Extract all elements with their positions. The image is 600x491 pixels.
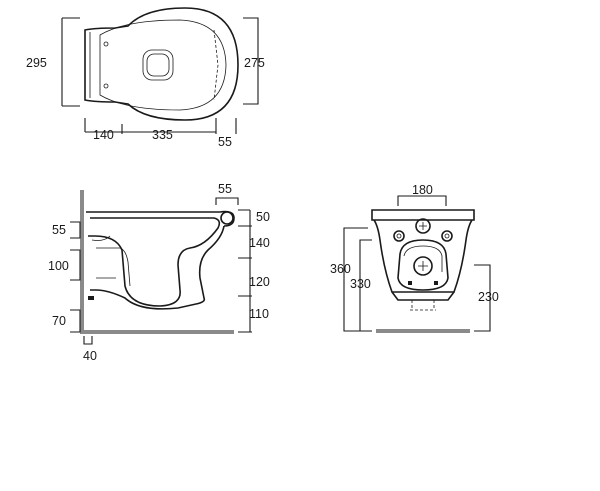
dim-line-55-rim — [215, 197, 239, 205]
rear-view-inlet — [415, 218, 431, 234]
dim-line-230 — [474, 264, 491, 332]
top-view-hidden-line — [213, 29, 219, 101]
side-view-bowl — [88, 217, 221, 307]
side-view: 55 55 100 70 40 50 140 120 110 — [48, 182, 270, 363]
dim-label-left-70: 70 — [52, 314, 66, 328]
dim-line-left-70 — [70, 309, 81, 333]
dim-line-180 — [397, 195, 447, 206]
dim-line-right — [238, 209, 252, 333]
dim-label-230: 230 — [478, 290, 499, 304]
dim-label-275: 275 — [244, 56, 265, 70]
dim-label-right-50: 50 — [256, 210, 270, 224]
dim-label-360: 360 — [330, 262, 351, 276]
dim-line-bottom — [84, 118, 237, 134]
top-view-outline — [84, 7, 239, 121]
rear-view-bolt-left — [393, 230, 405, 242]
dim-line-330 — [359, 239, 372, 331]
dim-label-55-rim: 55 — [218, 182, 232, 196]
dim-label-55-top: 55 — [218, 135, 232, 149]
dim-line-left-55 — [70, 221, 81, 239]
rear-view-top-plate — [371, 209, 475, 221]
side-view-body — [90, 225, 225, 310]
dim-label-right-120: 120 — [249, 275, 270, 289]
rear-view-body — [373, 219, 473, 293]
top-view-bowl-opening — [142, 49, 174, 81]
dim-label-40: 40 — [83, 349, 97, 363]
dim-line-295 — [61, 17, 80, 107]
dim-label-left-100: 100 — [48, 259, 69, 273]
dim-label-330: 330 — [350, 277, 371, 291]
dim-line-40 — [83, 336, 93, 345]
rear-view-drain — [413, 256, 433, 276]
rear-view-bolt-right — [441, 230, 453, 242]
dim-label-180: 180 — [412, 183, 433, 197]
top-view: 295 275 140 335 55 — [26, 7, 265, 149]
top-view-seat — [99, 19, 227, 111]
dim-label-295: 295 — [26, 56, 47, 70]
top-view-back-flange — [84, 30, 91, 100]
rear-view: 180 360 330 230 — [330, 183, 499, 333]
dim-line-left-100 — [70, 249, 81, 281]
dim-label-335: 335 — [152, 128, 173, 142]
dim-label-right-140: 140 — [249, 236, 270, 250]
dim-line-275 — [243, 17, 259, 105]
dim-label-right-110: 110 — [249, 307, 269, 321]
dim-label-140: 140 — [93, 128, 114, 142]
dim-line-360 — [343, 227, 372, 332]
rear-view-outlet — [397, 239, 449, 291]
dim-label-left-55: 55 — [52, 223, 66, 237]
